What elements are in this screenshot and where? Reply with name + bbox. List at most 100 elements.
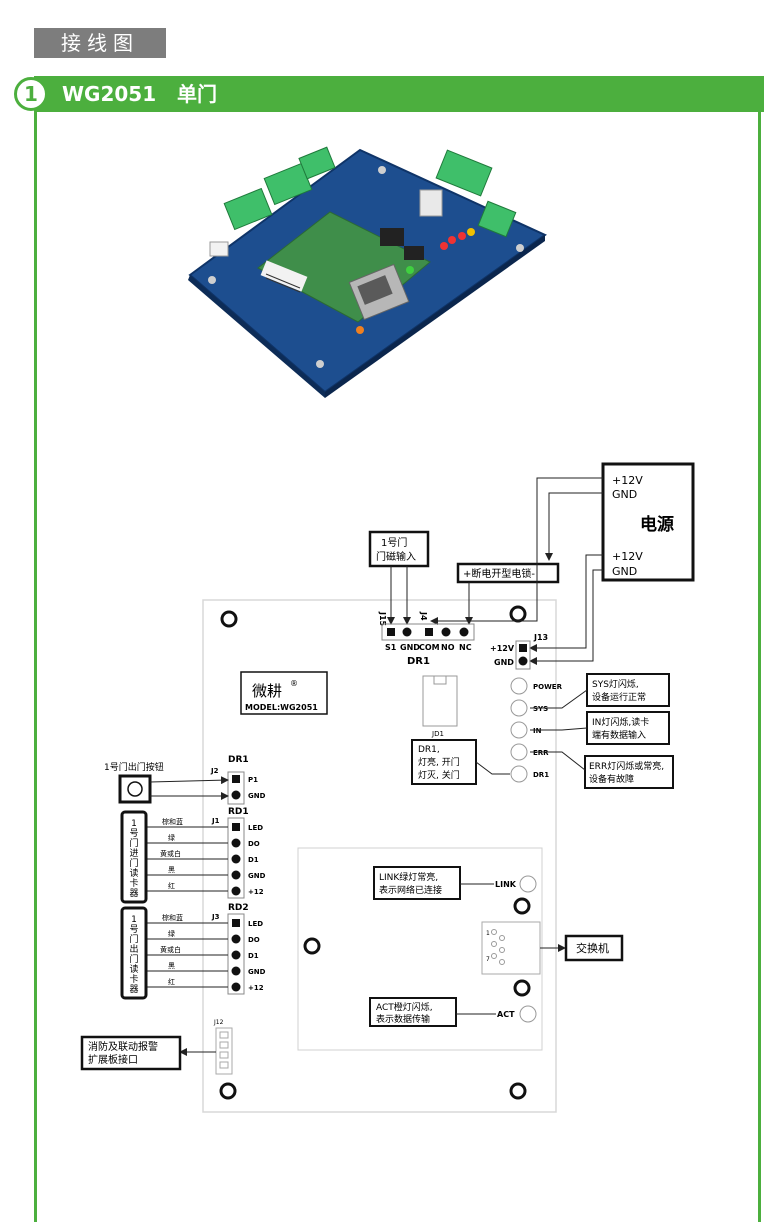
fire-alarm-line2: 扩展板接口 — [88, 1053, 138, 1066]
link-note-line1: LINK绿灯常亮, — [379, 871, 438, 883]
power-gnd-bot: GND — [612, 565, 637, 578]
j15-label: J15 — [378, 611, 387, 627]
j12-label: J12 — [213, 1019, 224, 1026]
exit-button-icon — [127, 781, 143, 797]
model-number: MODEL:WG2051 — [245, 703, 318, 712]
led-dr1: DR1 — [533, 771, 549, 779]
err-note-line2: 设备有故障 — [589, 773, 634, 785]
power-wires — [430, 477, 603, 665]
power-gnd-top: GND — [612, 488, 637, 501]
fire-alarm-line1: 消防及联动报警 — [88, 1040, 158, 1053]
section-number-badge: 1 — [14, 77, 48, 111]
svg-text:出: 出 — [129, 943, 138, 955]
svg-text:读: 读 — [129, 963, 138, 975]
section-frame — [34, 112, 761, 1222]
dr1-pin-no: NO — [441, 643, 455, 652]
led-err: ERR — [533, 749, 549, 757]
svg-text:卡: 卡 — [129, 877, 138, 889]
svg-text:门: 门 — [129, 837, 138, 849]
j3-pin-d1: D1 — [248, 952, 259, 960]
dr1-top-label: DR1 — [407, 656, 430, 667]
link-led — [519, 875, 537, 893]
electric-lock-box — [456, 562, 560, 584]
j3-wire-color-1: 棕和蓝 — [162, 913, 183, 922]
j12-connector — [215, 1027, 233, 1075]
err-note-line1: ERR灯闪烁或常亮, — [589, 760, 664, 772]
j1-wire-color-3: 黄或白 — [160, 849, 181, 858]
j3-pin-12: +12 — [248, 984, 264, 992]
j1-wire-color-1: 棕和蓝 — [162, 817, 183, 826]
j3-group: RD2 — [228, 903, 249, 913]
j3-wire-color-3: 黄或白 — [160, 945, 181, 954]
svg-text:进: 进 — [129, 848, 138, 859]
svg-text:器: 器 — [129, 888, 138, 899]
svg-text:号: 号 — [129, 828, 138, 839]
led-sys: SYS — [533, 705, 548, 713]
svg-text:卡: 卡 — [129, 973, 138, 985]
svg-text:1: 1 — [131, 819, 137, 829]
j2-terminal-block — [227, 771, 245, 805]
j3-pin-led: LED — [248, 920, 263, 928]
j4-label: J4 — [419, 611, 428, 621]
svg-text:门: 门 — [129, 933, 138, 945]
switch-label: 交换机 — [576, 941, 609, 955]
reader-out-box — [120, 906, 148, 1000]
dr1-pin-nc: NC — [459, 643, 472, 652]
mounting-holes — [219, 605, 531, 1100]
j1-wires — [146, 826, 228, 892]
j1-pin-12: +12 — [248, 888, 264, 896]
dr1-pin-gnd: GND — [400, 643, 420, 652]
j1-wire-color-4: 黑 — [168, 866, 175, 874]
rj45-pin-1: 1 — [486, 930, 490, 937]
electric-lock-label: +断电开型电锁- — [463, 567, 535, 580]
led-power: POWER — [533, 683, 563, 691]
j13-pin-12v-mark — [519, 644, 527, 652]
j1-wire-color-2: 绿 — [168, 833, 175, 842]
j1-name: J1 — [211, 817, 220, 825]
j13-label: J13 — [533, 633, 548, 642]
brand-registered-mark: ® — [290, 679, 298, 688]
j13-pin-12v: +12V — [490, 644, 515, 653]
section-header-bar — [34, 76, 764, 112]
exit-button-label: 1号门出门按钮 — [104, 761, 164, 773]
exit-button-box — [118, 774, 152, 804]
j1-pin-led: LED — [248, 824, 263, 832]
j2-pin-gnd: GND — [248, 792, 266, 800]
dr1-note-line1: DR1, — [418, 745, 440, 755]
link-label: LINK — [495, 880, 517, 889]
rj45-jack — [481, 921, 541, 975]
j3-wires — [146, 922, 228, 988]
j2-pin-p1: P1 — [248, 776, 258, 784]
j13-terminal-block — [515, 640, 531, 670]
page-title: 接线图 — [34, 28, 166, 58]
door-sensor-line1: 1号门 — [381, 536, 407, 549]
j1-terminal-block — [227, 817, 245, 899]
power-v12-top: +12V — [612, 474, 643, 487]
act-note-line2: 表示数据传输 — [376, 1013, 430, 1025]
act-note-box — [369, 997, 457, 1027]
dr1-terminals — [387, 627, 469, 637]
dr1-pin-s1: S1 — [385, 643, 397, 652]
pcb-outline — [202, 599, 557, 1113]
dr1-note-line2: 灯亮, 开门 — [418, 756, 460, 768]
power-title: 电源 — [640, 514, 674, 535]
j3-terminal-block — [227, 913, 245, 995]
j13-pin-gnd-mark — [518, 656, 528, 666]
j3-name: J3 — [211, 913, 220, 921]
act-note-line1: ACT橙灯闪烁, — [376, 1001, 433, 1013]
svg-text:器: 器 — [129, 984, 138, 995]
svg-text:门: 门 — [129, 857, 138, 869]
exit-button-wires — [149, 776, 229, 800]
j3-wire-color-2: 绿 — [168, 929, 175, 938]
svg-text:1: 1 — [131, 915, 137, 925]
link-note-box — [373, 866, 461, 900]
sys-note-line1: SYS灯闪烁, — [592, 678, 639, 690]
j3-wire-color-5: 红 — [168, 977, 175, 986]
dr1-note-box — [411, 739, 477, 785]
controller-board-photo — [188, 146, 547, 398]
svg-text:号: 号 — [129, 924, 138, 935]
rj45-pins — [491, 929, 505, 965]
svg-text:门: 门 — [129, 953, 138, 965]
dr1-note-line3: 灯灭, 关门 — [418, 769, 460, 781]
